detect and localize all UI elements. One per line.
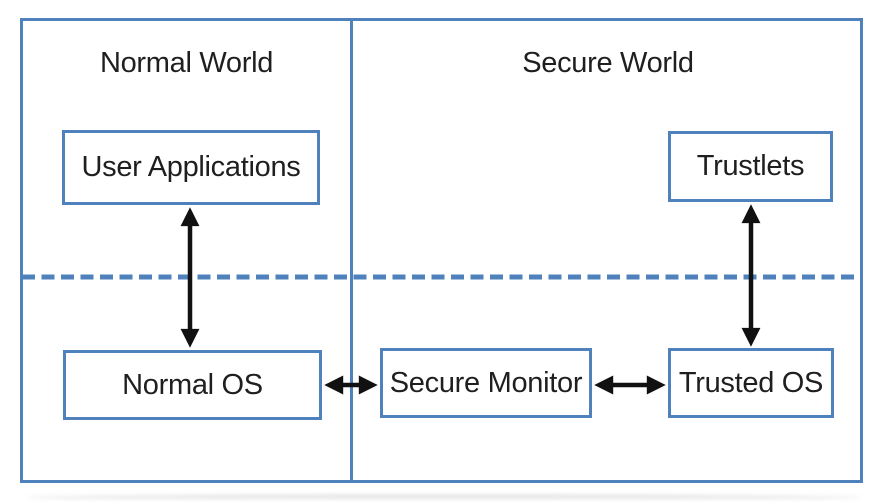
node-secure-monitor: Secure Monitor	[380, 348, 592, 418]
node-trustlets: Trustlets	[668, 131, 833, 202]
secure-world-title: Secure World	[522, 46, 694, 79]
node-trusted-os: Trusted OS	[668, 348, 834, 418]
node-normal-os-label: Normal OS	[122, 368, 263, 401]
node-normal-os: Normal OS	[63, 350, 322, 420]
slide-bottom-shadow	[26, 495, 862, 500]
node-trustlets-label: Trustlets	[696, 150, 805, 182]
node-user-applications-label: User Applications	[81, 151, 301, 183]
outer-frame	[20, 18, 863, 483]
normal-world-title: Normal World	[99, 46, 274, 79]
region-label-normal-world: Normal World	[20, 44, 353, 82]
region-label-secure-world: Secure World	[353, 44, 863, 82]
node-user-applications: User Applications	[62, 130, 320, 205]
node-secure-monitor-label: Secure Monitor	[389, 366, 583, 399]
node-trusted-os-label: Trusted OS	[678, 366, 824, 399]
world-divider-line	[350, 18, 353, 483]
